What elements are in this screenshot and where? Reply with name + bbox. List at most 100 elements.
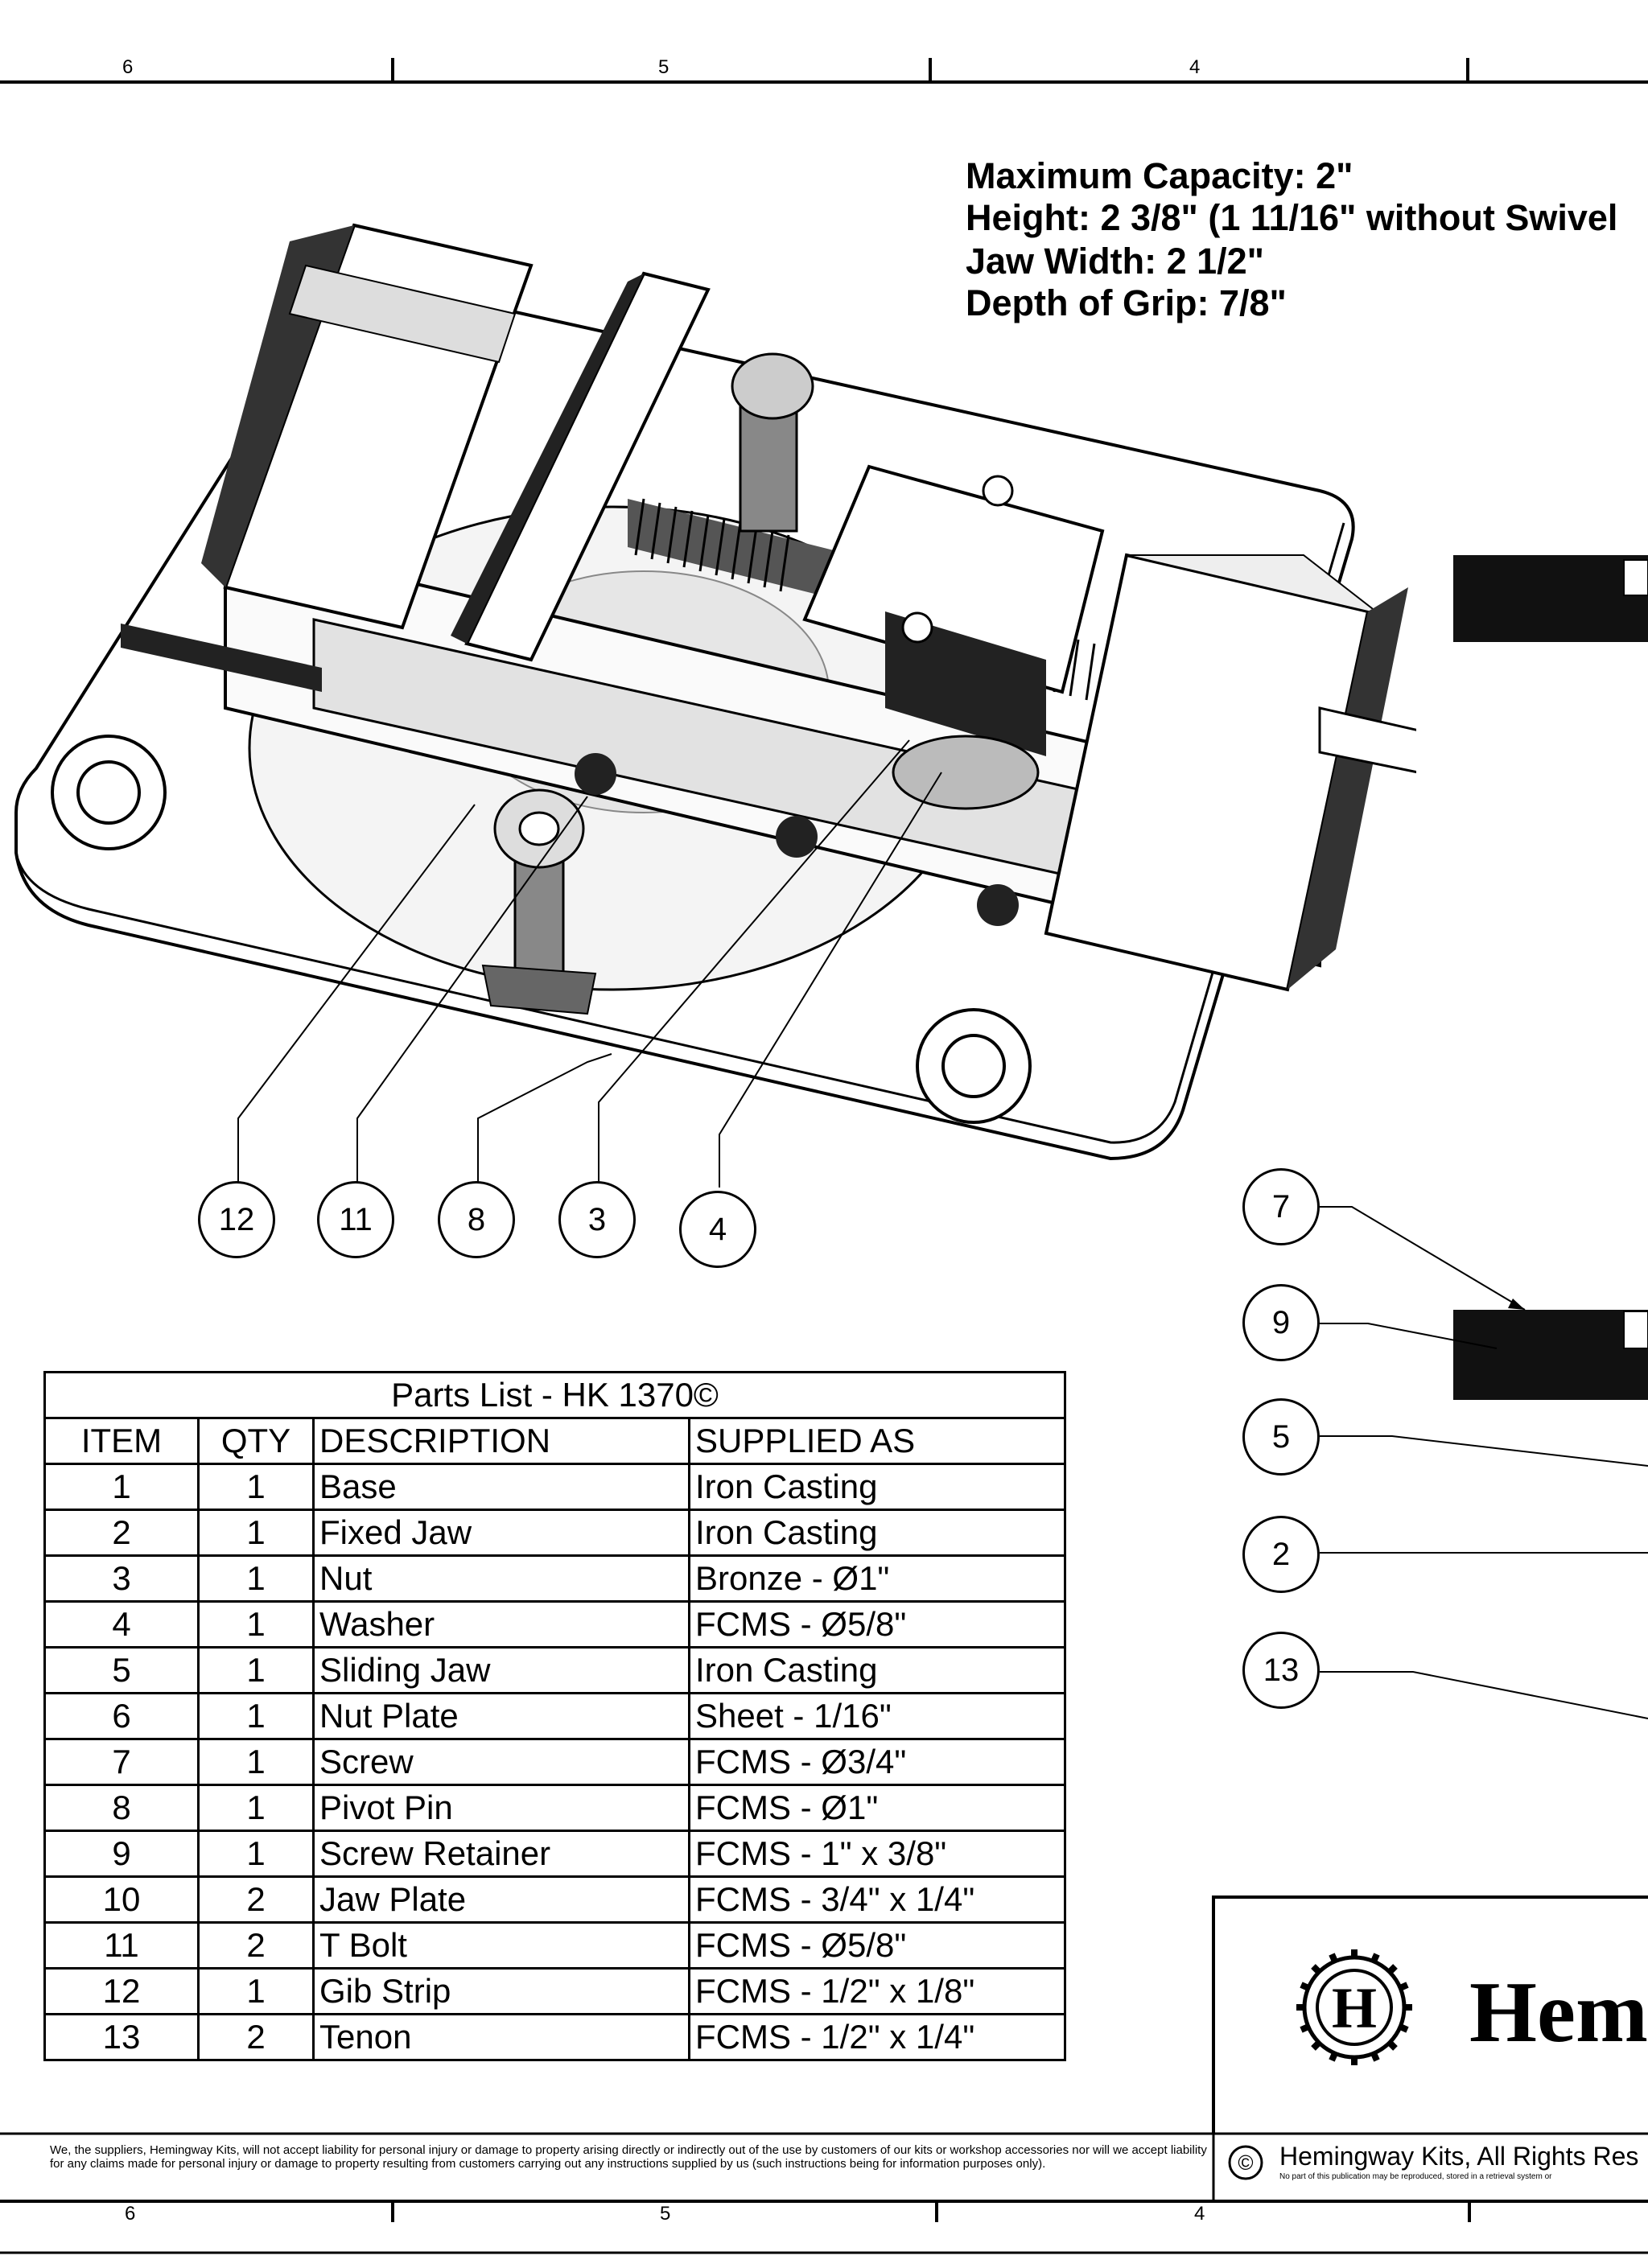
cell-description: Pivot Pin (312, 1784, 690, 1832)
cell-supplied-as: FCMS - 1/2" x 1/8" (688, 1967, 1066, 2015)
cell-qty: 1 (197, 1600, 315, 1649)
copyright-fine-print: No part of this publication may be repro… (1279, 2172, 1552, 2181)
cell-supplied-as: Iron Casting (688, 1509, 1066, 1557)
cell-supplied-as: FCMS - 1/2" x 1/4" (688, 2013, 1066, 2061)
cell-description: Base (312, 1463, 690, 1511)
cell-item: 9 (43, 1830, 200, 1878)
hemingway-logo-icon: H (1296, 1949, 1412, 2065)
cell-item: 12 (43, 1967, 200, 2015)
cell-supplied-as: Iron Casting (688, 1646, 1066, 1694)
zone-label: 6 (122, 56, 134, 78)
copyright-symbol: © (1238, 2151, 1253, 2175)
cell-description: Jaw Plate (312, 1875, 690, 1924)
column-header-supplied-as: SUPPLIED AS (688, 1417, 1066, 1465)
cell-description: Nut (312, 1554, 690, 1603)
parts-list-title: Parts List - HK 1370© (43, 1371, 1066, 1419)
cell-supplied-as: FCMS - Ø3/4" (688, 1738, 1066, 1786)
zone-label: 4 (1194, 2203, 1205, 2225)
cell-supplied-as: FCMS - 1" x 3/8" (688, 1830, 1066, 1878)
cell-qty: 1 (197, 1967, 315, 2015)
copyright-notice: Hemingway Kits, All Rights Res (1279, 2142, 1639, 2171)
cell-item: 2 (43, 1509, 200, 1557)
cell-qty: 2 (197, 1921, 315, 1970)
cell-item: 6 (43, 1692, 200, 1740)
parts-list-title-row: Parts List - HK 1370© (43, 1371, 1066, 1419)
cell-supplied-as: FCMS - Ø5/8" (688, 1600, 1066, 1649)
callout-4: 4 (679, 1191, 756, 1268)
cell-description: Fixed Jaw (312, 1509, 690, 1557)
cell-item: 7 (43, 1738, 200, 1786)
cell-description: Sliding Jaw (312, 1646, 690, 1694)
cell-description: Washer (312, 1600, 690, 1649)
callout-5: 5 (1242, 1398, 1320, 1476)
callout-7: 7 (1242, 1168, 1320, 1245)
spec-max-capacity: Maximum Capacity: 2" (966, 155, 1353, 196)
cell-qty: 1 (197, 1509, 315, 1557)
zone-label: 6 (125, 2203, 136, 2225)
spec-height: Height: 2 3/8" (1 11/16" without Swivel (966, 197, 1618, 238)
cell-supplied-as: Iron Casting (688, 1463, 1066, 1511)
cell-description: Screw Retainer (312, 1830, 690, 1878)
cell-item: 11 (43, 1921, 200, 1970)
column-header-item: ITEM (43, 1417, 200, 1465)
cell-item: 10 (43, 1875, 200, 1924)
copyright-icon: © (1228, 2145, 1263, 2180)
callout-8: 8 (438, 1181, 515, 1258)
column-header-qty: QTY (197, 1417, 315, 1465)
vise-isometric-drawing (14, 223, 1416, 1188)
zone-label: 5 (658, 56, 670, 78)
zone-label: 5 (660, 2203, 671, 2225)
side-view-fragments (1320, 555, 1648, 1719)
cell-description: Tenon (312, 2013, 690, 2061)
liability-disclaimer: We, the suppliers, Hemingway Kits, will … (50, 2143, 1207, 2171)
spec-jaw-width: Jaw Width: 2 1/2" (966, 241, 1265, 282)
spec-depth-of-grip: Depth of Grip: 7/8" (966, 282, 1287, 323)
callout-13: 13 (1242, 1632, 1320, 1709)
cell-description: Gib Strip (312, 1967, 690, 2015)
callout-12: 12 (198, 1181, 275, 1258)
cell-qty: 1 (197, 1554, 315, 1603)
cell-qty: 1 (197, 1646, 315, 1694)
table-header-row: ITEM QTY DESCRIPTION SUPPLIED AS (43, 1417, 1066, 1465)
cell-description: Screw (312, 1738, 690, 1786)
cell-supplied-as: Bronze - Ø1" (688, 1554, 1066, 1603)
cell-description: Nut Plate (312, 1692, 690, 1740)
cell-qty: 2 (197, 2013, 315, 2061)
callout-2: 2 (1242, 1516, 1320, 1593)
cell-qty: 1 (197, 1738, 315, 1786)
cell-item: 3 (43, 1554, 200, 1603)
zone-label: 4 (1189, 56, 1201, 78)
cell-qty: 1 (197, 1784, 315, 1832)
cell-description: T Bolt (312, 1921, 690, 1970)
column-header-description: DESCRIPTION (312, 1417, 690, 1465)
callout-3: 3 (558, 1181, 636, 1258)
callout-11: 11 (317, 1181, 394, 1258)
cell-qty: 1 (197, 1463, 315, 1511)
cell-item: 8 (43, 1784, 200, 1832)
cell-supplied-as: FCMS - 3/4" x 1/4" (688, 1875, 1066, 1924)
parts-list-table: Parts List - HK 1370© ITEM QTY DESCRIPTI… (43, 1371, 1066, 2061)
cell-item: 5 (43, 1646, 200, 1694)
cell-item: 13 (43, 2013, 200, 2061)
cell-item: 4 (43, 1600, 200, 1649)
cell-supplied-as: Sheet - 1/16" (688, 1692, 1066, 1740)
logo-letter: H (1332, 1976, 1377, 2040)
brand-name: Hemi (1469, 1965, 1648, 2060)
cell-supplied-as: FCMS - Ø1" (688, 1784, 1066, 1832)
callout-9: 9 (1242, 1284, 1320, 1361)
